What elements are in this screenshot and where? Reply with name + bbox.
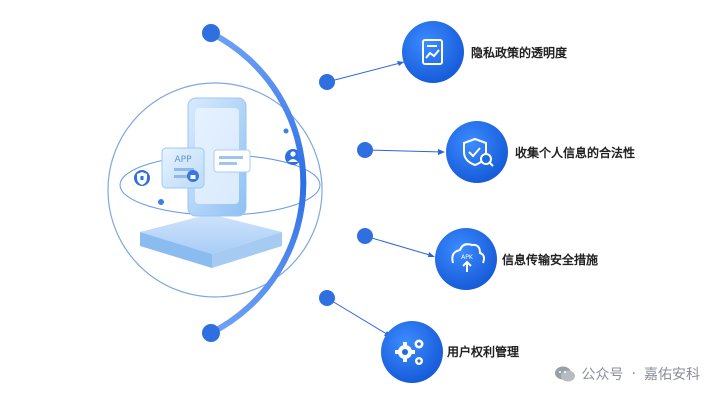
connectors xyxy=(319,61,445,337)
user-badge-icon xyxy=(285,149,301,165)
info-card-line xyxy=(219,156,243,159)
connector-line xyxy=(364,235,434,257)
gears-icon xyxy=(395,339,424,365)
timeline-arc xyxy=(202,24,307,342)
cloud-upload-apk-icon: APK xyxy=(451,243,485,272)
item-label-transmission-security: 信息传输安全措施 xyxy=(502,253,599,267)
item-badge-4 xyxy=(381,321,443,383)
arc-end-node xyxy=(202,324,220,342)
arc-node xyxy=(319,74,335,90)
arrow-head xyxy=(397,61,404,66)
arc-node xyxy=(357,228,373,244)
shield-badge-icon xyxy=(134,170,150,186)
arc-node xyxy=(357,142,373,158)
orbit-dot xyxy=(158,199,164,205)
connector-line xyxy=(326,61,405,83)
arc-node xyxy=(319,290,335,306)
connector-line xyxy=(364,149,444,153)
info-card xyxy=(213,149,251,173)
watermark-account: 嘉佑安科 xyxy=(644,367,700,383)
lock-icon-body xyxy=(190,175,196,179)
wechat-icon xyxy=(554,366,575,382)
info-card-line xyxy=(219,162,237,165)
arrow-head xyxy=(438,149,445,155)
item-badge-3: APK xyxy=(435,228,497,290)
watermark: 公众号 · 嘉佑安科 xyxy=(554,364,700,384)
item-label-user-rights: 用户权利管理 xyxy=(447,345,520,359)
app-illustration: APP xyxy=(107,82,323,298)
item-label-privacy-transparency: 隐私政策的透明度 xyxy=(471,46,568,60)
shield-search-icon xyxy=(463,137,494,167)
arrow-head xyxy=(428,252,435,257)
apk-icon-text: APK xyxy=(461,254,474,261)
app-card-text: APP xyxy=(174,155,192,165)
document-chart-icon xyxy=(422,39,443,65)
app-card-line xyxy=(174,175,188,178)
platform-top xyxy=(140,214,282,254)
app-card-line xyxy=(174,168,194,171)
watermark-source: 公众号 xyxy=(581,367,624,383)
arc-end-node xyxy=(202,24,220,42)
watermark-separator: · xyxy=(631,366,636,382)
orbit-dot xyxy=(283,128,289,134)
item-badge-2 xyxy=(446,121,508,183)
platform-left-side xyxy=(140,232,212,268)
platform-right-side xyxy=(212,232,282,268)
item-label-collection-legality: 收集个人信息的合法性 xyxy=(515,146,636,160)
connector-line xyxy=(326,297,391,337)
item-badge-1 xyxy=(402,21,464,83)
